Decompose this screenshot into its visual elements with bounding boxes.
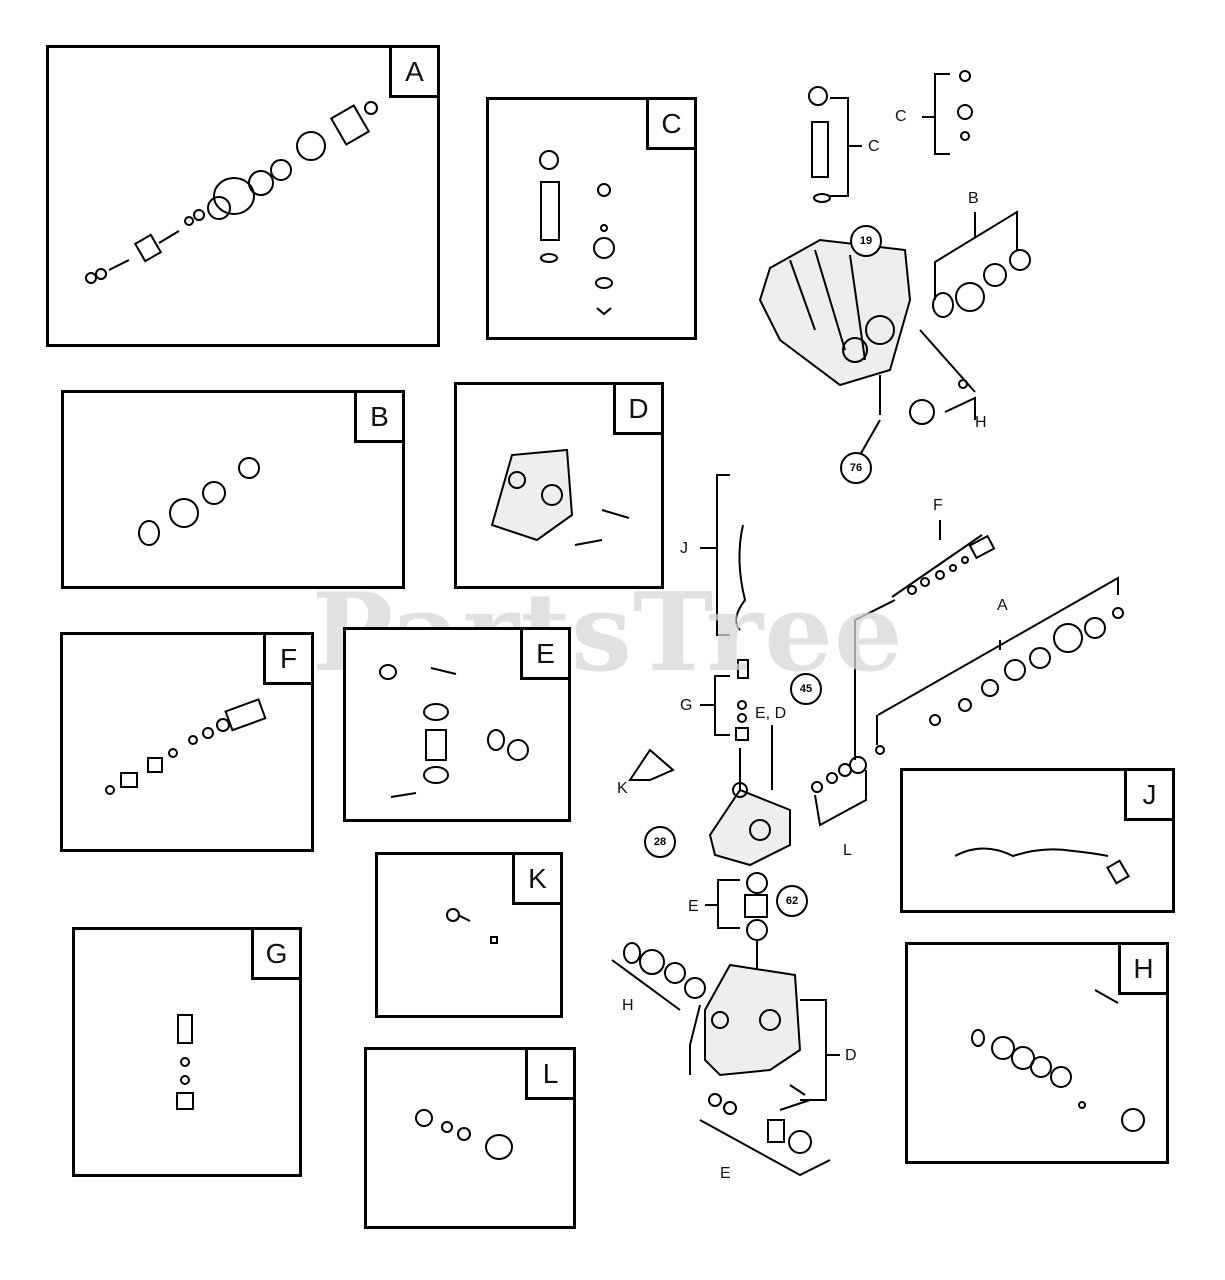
callout-h-seals: H bbox=[975, 414, 987, 431]
detail-panel-e: E bbox=[343, 627, 571, 822]
check-valve-parts-icon bbox=[105, 698, 267, 795]
callout-e-d: E, D bbox=[755, 705, 787, 722]
detail-panel-h: H bbox=[905, 942, 1169, 1164]
callout-a-unloader: A bbox=[997, 597, 1008, 614]
detail-panel-g: G bbox=[72, 927, 302, 1177]
panel-label-g: G bbox=[251, 930, 299, 980]
unloader-parts-icon bbox=[85, 101, 378, 284]
callout-e-valve-low: E bbox=[720, 1165, 731, 1182]
callout-c-valve: C bbox=[895, 108, 907, 125]
panel-label-d: D bbox=[613, 385, 661, 435]
detail-panel-l: L bbox=[364, 1047, 576, 1229]
callout-g-valve: G bbox=[680, 697, 693, 714]
callout-f-valve: F bbox=[933, 497, 943, 514]
part-number-28: 28 bbox=[644, 826, 676, 858]
part-number-45: 45 bbox=[790, 673, 822, 705]
detail-panel-f: F bbox=[60, 632, 314, 852]
seal-parts-icon bbox=[138, 457, 260, 546]
detail-panel-b: B bbox=[61, 390, 405, 589]
valve-parts-icon bbox=[379, 664, 529, 798]
part-number-19: 19 bbox=[850, 225, 882, 257]
inlet-valve-parts-icon bbox=[176, 1014, 194, 1110]
detail-panel-c: C bbox=[486, 97, 697, 340]
callout-b-seals: B bbox=[968, 190, 979, 207]
detail-panel-d: D bbox=[454, 382, 664, 589]
callout-d-manifold: D bbox=[845, 1047, 857, 1064]
callout-l-valve: L bbox=[843, 842, 852, 859]
panel-label-k: K bbox=[512, 855, 560, 905]
manifold-parts-icon bbox=[490, 448, 630, 546]
panel-label-f: F bbox=[263, 635, 311, 685]
part-number-76: 76 bbox=[840, 452, 872, 484]
plunger-parts-icon bbox=[539, 150, 615, 316]
panel-label-e: E bbox=[520, 630, 568, 680]
callout-h-seals-low: H bbox=[622, 997, 634, 1014]
callout-j-hose: J bbox=[680, 540, 688, 557]
detail-panel-k: K bbox=[375, 852, 563, 1018]
callout-k-plug: K bbox=[617, 780, 628, 797]
plug-parts-icon bbox=[446, 908, 498, 944]
panel-label-c: C bbox=[646, 100, 694, 150]
panel-label-h: H bbox=[1118, 945, 1166, 995]
panel-label-j: J bbox=[1124, 771, 1172, 821]
hose-parts-icon bbox=[954, 847, 1130, 885]
panel-label-l: L bbox=[525, 1050, 573, 1100]
outlet-valve-parts-icon bbox=[415, 1109, 513, 1160]
detail-panel-a: A bbox=[46, 45, 440, 347]
part-number-62: 62 bbox=[776, 885, 808, 917]
panel-label-b: B bbox=[354, 393, 402, 443]
callout-c-plunger: C bbox=[868, 138, 880, 155]
panel-label-a: A bbox=[389, 48, 437, 98]
callout-e-valve-mid: E bbox=[688, 898, 699, 915]
oil-seal-parts-icon bbox=[971, 989, 1145, 1132]
detail-panel-j: J bbox=[900, 768, 1175, 913]
